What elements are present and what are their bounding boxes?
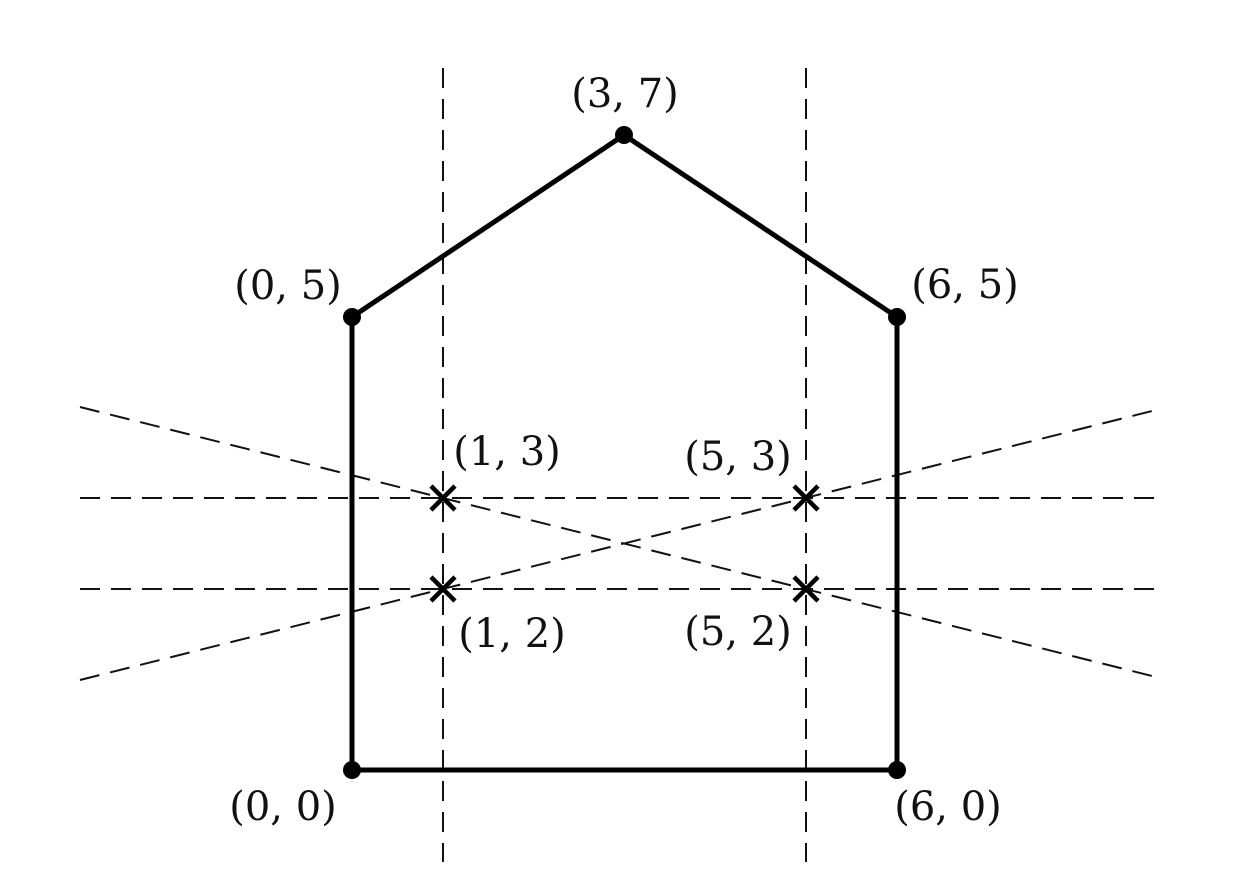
vertex-dot-left [343,308,361,326]
vertex-label-right: (6, 5) [911,262,1019,308]
vertex-label-bottom-right: (6, 0) [894,784,1002,830]
dashed-slanted-line-ascending [79,408,1161,681]
vertex-dot-apex [615,126,633,144]
vertex-dot-origin [343,761,361,779]
vertex-label-apex: (3, 7) [571,71,679,117]
cross-marker-5-3 [792,484,820,512]
vertex-label-origin: (0, 0) [229,784,337,830]
dashed-guide-lines [79,68,1161,862]
cross-label-1-2: (1, 2) [458,611,566,657]
pentagon-outline [349,132,900,773]
cross-label-1-3: (1, 3) [453,429,561,475]
vertex-dot-bottom-right [888,761,906,779]
cross-marker-1-2 [429,575,457,603]
vertex-markers [343,126,906,779]
cross-label-5-2: (5, 2) [684,609,792,655]
cross-label-5-3: (5, 3) [684,434,792,480]
dashed-slanted-line-descending [79,406,1161,679]
cross-marker-5-2 [792,575,820,603]
cross-marker-1-3 [429,484,457,512]
vertex-label-left: (0, 5) [234,263,342,309]
vertex-dot-right [888,308,906,326]
